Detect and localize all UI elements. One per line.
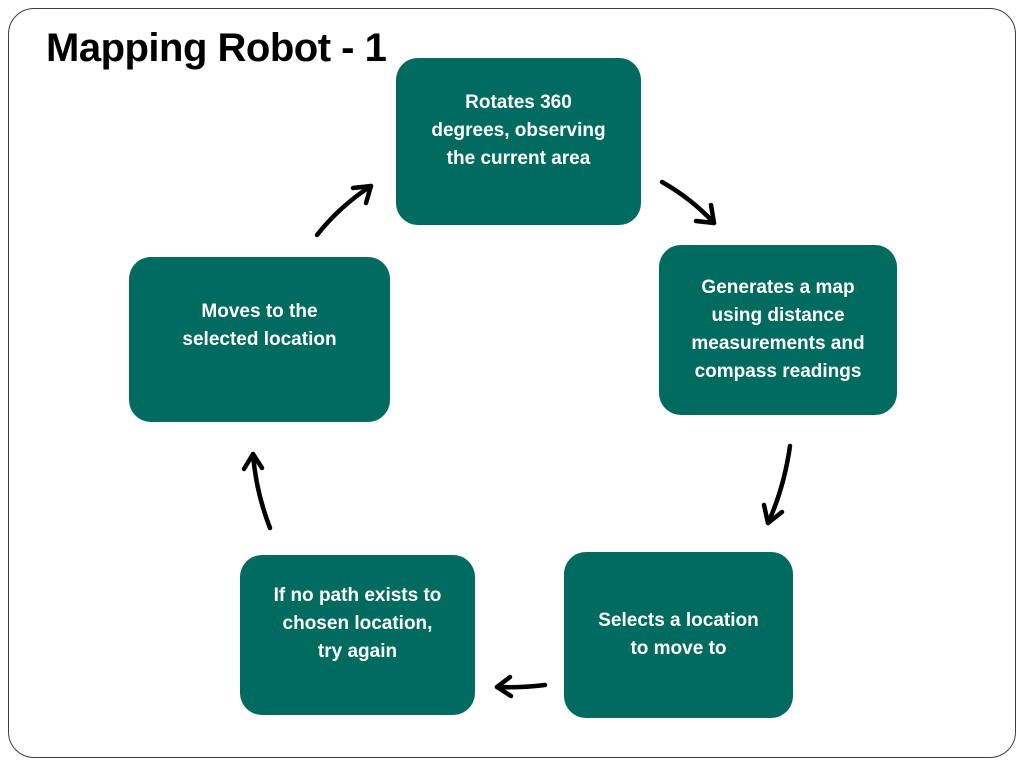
step-box-rotate: Rotates 360 degrees, observing the curre…	[396, 58, 641, 225]
arrow-map-to-select	[761, 443, 793, 526]
arrow-rotate-to-map	[659, 179, 717, 226]
step-text-rotate: Rotates 360 degrees, observing the curre…	[431, 91, 606, 169]
arrow-move-to-rotate	[314, 183, 374, 238]
step-box-select-location: Selects a location to move to	[564, 552, 793, 718]
step-box-generate-map: Generates a map using distance measureme…	[659, 245, 897, 415]
arrow-retry-to-move	[241, 451, 273, 531]
step-box-retry: If no path exists to chosen location, tr…	[240, 555, 475, 715]
step-box-move: Moves to the selected location	[129, 257, 390, 422]
step-text-retry: If no path exists to chosen location, tr…	[273, 585, 442, 662]
slide-title: Mapping Robot - 1	[46, 26, 387, 70]
step-text-move: Moves to the selected location	[182, 300, 337, 350]
step-text-select-location: Selects a location to move to	[598, 610, 759, 659]
step-text-generate-map: Generates a map using distance measureme…	[691, 277, 865, 382]
arrow-select-to-retry	[494, 674, 548, 699]
